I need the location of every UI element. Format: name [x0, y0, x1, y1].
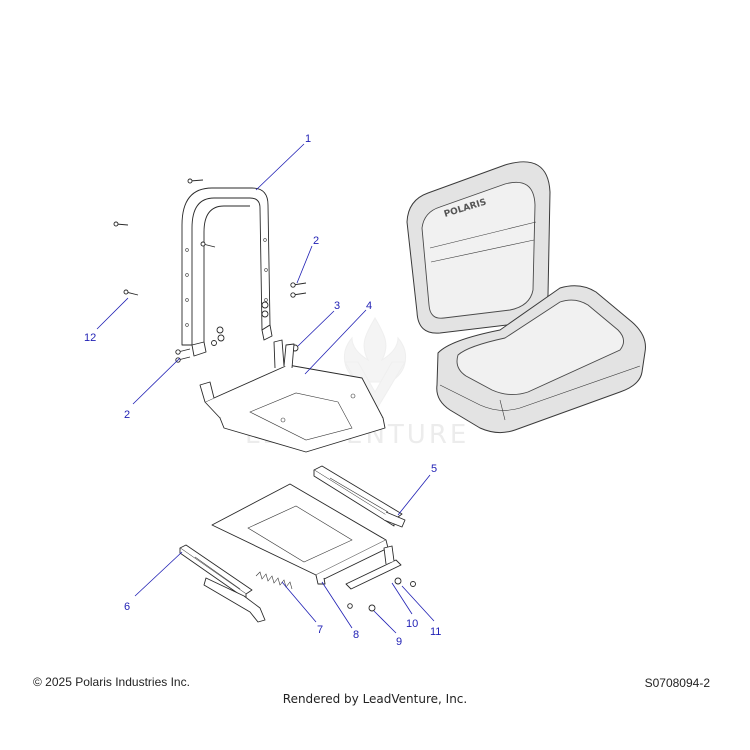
callout-1: 1 [255, 133, 311, 191]
seat-backrest: POLARIS [406, 161, 551, 334]
callout-7-label: 7 [317, 624, 323, 636]
callout-1-label: 1 [305, 133, 311, 145]
callout-7: 7 [281, 581, 323, 636]
callout-6-label: 6 [124, 601, 130, 613]
callout-6: 6 [124, 551, 183, 613]
callout-4-label: 4 [366, 300, 372, 312]
callout-11: 11 [401, 585, 441, 638]
callout-3-label: 3 [334, 300, 340, 312]
bolt [187, 178, 204, 184]
bolt [290, 282, 307, 288]
bolt [200, 241, 216, 248]
bolt [175, 348, 191, 355]
copyright-text: © 2025 Polaris Industries Inc. [33, 675, 190, 689]
part-11-fastener [394, 577, 416, 587]
part-10-latch-bar [345, 545, 402, 590]
callout-9: 9 [373, 610, 402, 648]
bolt [290, 292, 307, 298]
callout-2-lower: 2 [124, 357, 181, 421]
callout-12: 12 [84, 297, 129, 344]
frame-holes [185, 238, 268, 327]
flame-logo-watermark [344, 317, 406, 413]
part-7-spring [255, 571, 293, 590]
part-9-nut [347, 603, 376, 612]
callout-5: 5 [397, 463, 437, 516]
bolt [123, 289, 139, 296]
callout-8-label: 8 [353, 629, 359, 641]
callout-2-lower-label: 2 [124, 409, 130, 421]
seat-bottom-cushion [436, 285, 646, 434]
rendered-by-text: Rendered by LeadVenture, Inc. [282, 692, 468, 706]
nut [211, 340, 217, 346]
callout-12-label: 12 [84, 332, 96, 344]
callout-11-label: 11 [430, 626, 441, 638]
nut [261, 301, 269, 318]
drawing-id: S0708094-2 [644, 676, 710, 690]
part-5-upper-slide-rail [313, 465, 406, 528]
part-6-lower-slide-rail [179, 544, 266, 623]
callouts: 1 2 2 3 4 5 6 7 [84, 133, 441, 648]
callout-8: 8 [321, 581, 359, 641]
mounting-bolts [113, 178, 307, 363]
nut [216, 326, 225, 342]
part-4-seat-base [199, 339, 386, 453]
callout-10: 10 [391, 582, 418, 630]
callout-4: 4 [304, 300, 372, 375]
part-8-seat-riser [211, 483, 389, 585]
callout-2-upper: 2 [296, 235, 319, 284]
callout-5-label: 5 [431, 463, 437, 475]
callout-2-upper-label: 2 [313, 235, 319, 247]
bolt [113, 221, 129, 227]
callout-3: 3 [297, 300, 340, 347]
part-1-seat-frame [181, 187, 273, 357]
callout-9-label: 9 [396, 636, 402, 648]
callout-10-label: 10 [406, 618, 418, 630]
